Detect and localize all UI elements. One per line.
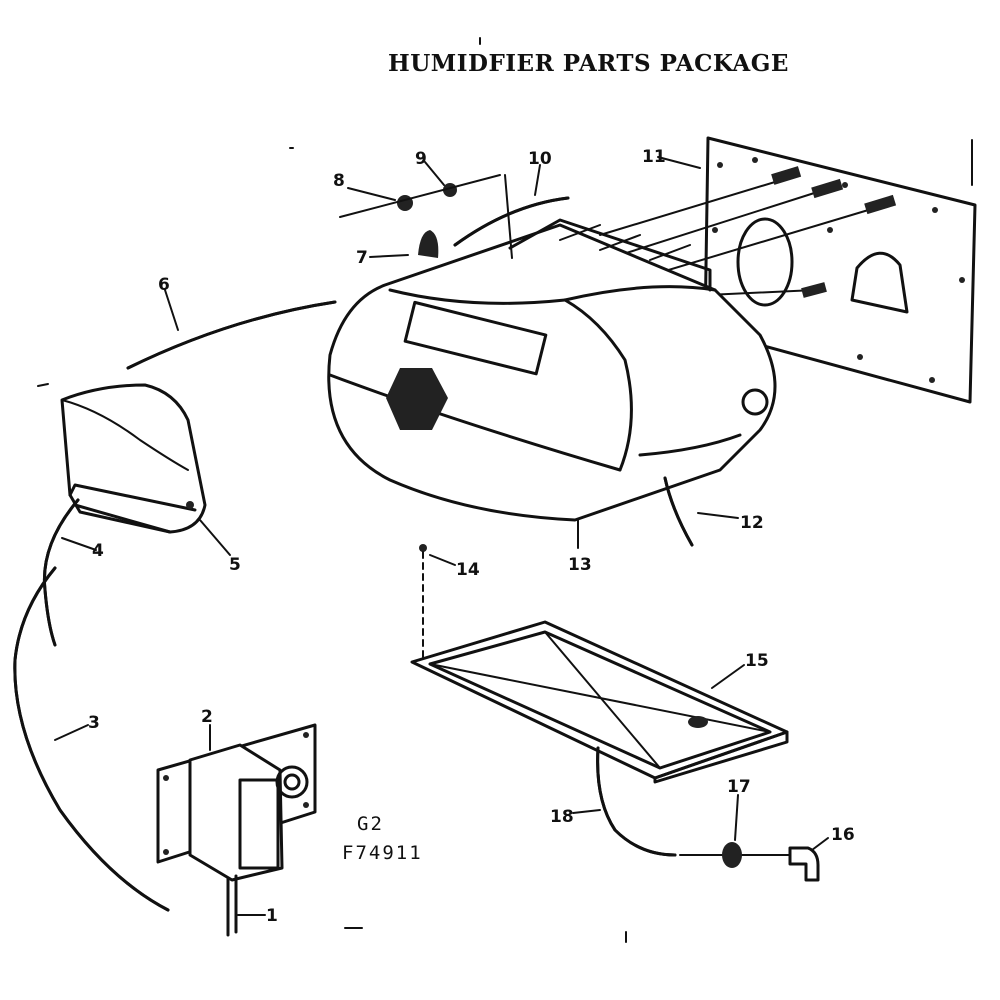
callout-16: 16 xyxy=(831,825,855,845)
part-5-control-housing[interactable] xyxy=(60,383,207,534)
callout-9: 9 xyxy=(415,149,427,169)
part-3-inner xyxy=(13,566,170,912)
callout-14: 14 xyxy=(456,560,480,580)
mounting-studs xyxy=(599,166,897,301)
part-14-screw[interactable] xyxy=(419,544,427,661)
part-17-connector[interactable] xyxy=(722,842,742,868)
part-10-inner xyxy=(453,196,570,247)
part-13-humidifier-body[interactable] xyxy=(327,218,777,522)
callout-12: 12 xyxy=(740,513,764,533)
diagram-code-line2: F74911 xyxy=(342,842,423,864)
part-7-wire-nut[interactable] xyxy=(418,230,439,258)
diagram-title: HUMIDFIER PARTS PACKAGE xyxy=(388,50,789,77)
callout-7: 7 xyxy=(356,248,368,268)
callout-5: 5 xyxy=(229,555,241,575)
part-16-elbow-fitting[interactable] xyxy=(788,846,820,882)
callout-4: 4 xyxy=(92,541,104,561)
part-4-inner xyxy=(42,498,80,647)
callout-18: 18 xyxy=(550,807,574,827)
callout-13: 13 xyxy=(568,555,592,575)
callout-6: 6 xyxy=(158,275,170,295)
callout-11: 11 xyxy=(642,147,666,167)
callout-leaders xyxy=(54,156,829,916)
callout-2: 2 xyxy=(201,707,213,727)
callout-labels: 1 2 3 4 5 6 7 8 9 10 11 12 13 14 15 16 1… xyxy=(88,147,855,926)
diagram-code-line1: G2 xyxy=(357,813,384,835)
part-6-inner xyxy=(126,300,337,370)
screw-axis-drop xyxy=(504,174,513,259)
part-2-valve-assembly[interactable] xyxy=(156,723,317,882)
part-8-nut[interactable] xyxy=(397,195,413,211)
callout-17: 17 xyxy=(727,777,751,797)
part-3-long-tube[interactable] xyxy=(13,566,170,912)
callout-3: 3 xyxy=(88,713,100,733)
callout-10: 10 xyxy=(528,149,552,169)
callout-15: 15 xyxy=(745,651,769,671)
part-15-water-tray[interactable] xyxy=(410,620,789,784)
callout-1: 1 xyxy=(266,906,278,926)
part-1-wire-leads[interactable] xyxy=(226,874,238,937)
part-18-inner xyxy=(596,746,677,857)
scan-marks xyxy=(37,37,973,943)
callout-8: 8 xyxy=(333,171,345,191)
part-6-gasket-strip[interactable] xyxy=(126,300,337,370)
part-11-mounting-plate[interactable] xyxy=(703,136,977,404)
part-12-tube-inner xyxy=(663,476,694,547)
screw-axis-line xyxy=(339,174,501,218)
